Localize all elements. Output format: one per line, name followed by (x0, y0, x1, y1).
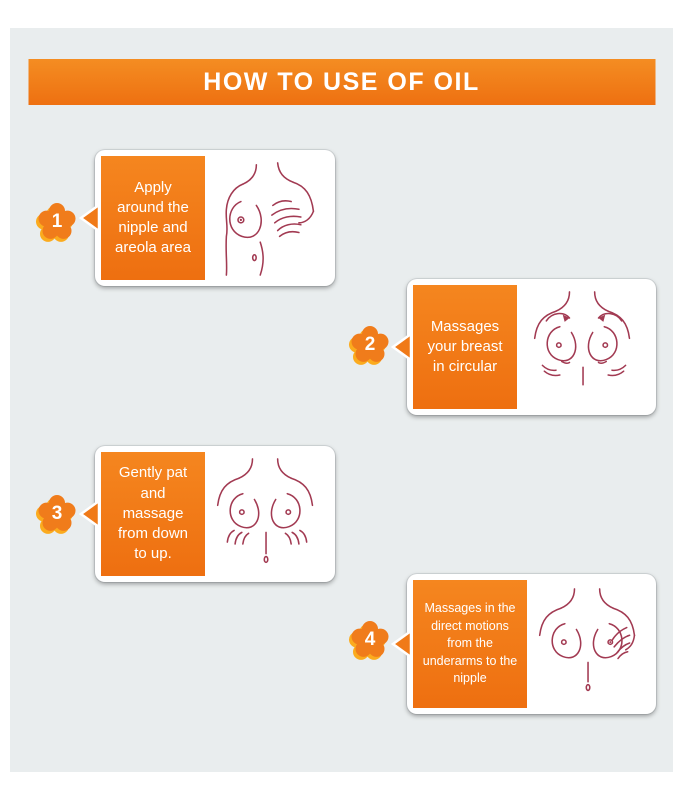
step-instruction: Gently pat and massage from down to up. (117, 464, 189, 563)
step-text-panel: Apply around the nipple and areola area (101, 156, 205, 280)
torso-underarm-massage-illustration (538, 588, 635, 692)
title-banner: HOW TO USE OF OIL (28, 59, 655, 105)
step-number: 3 (51, 502, 63, 524)
speech-tail-icon (79, 203, 99, 233)
illustration-area (527, 580, 650, 708)
torso-circular-massage-illustration (533, 291, 630, 386)
illustration-area (517, 285, 650, 409)
step-instruction: Massages your breast in circular (427, 317, 503, 376)
speech-tail-icon (391, 629, 411, 659)
step-4-badge: 4 (348, 618, 392, 662)
step-3-card: Gently pat and massage from down to up. (79, 446, 335, 582)
step-2-badge: 2 (348, 323, 392, 367)
step-text-panel: Massages in the direct motions from the … (413, 580, 527, 708)
illustration-area (205, 156, 329, 280)
step-instruction: Massages in the direct motions from the … (422, 601, 518, 686)
step-number: 2 (364, 333, 376, 355)
speech-tail-icon (391, 332, 411, 362)
step-3-badge: 3 (35, 492, 79, 536)
step-text-panel: Massages your breast in circular (413, 285, 517, 409)
torso-hand-cupping-illustration (225, 162, 315, 276)
step-number: 4 (364, 628, 376, 650)
step-2-card: Massages your breast in circular (391, 279, 656, 415)
step-4-card: Massages in the direct motions from the … (391, 574, 656, 714)
step-1-card: Apply around the nipple and areola area (79, 150, 335, 286)
step-1-badge: 1 (35, 200, 79, 244)
step-number: 1 (51, 210, 63, 232)
speech-tail-icon (79, 499, 99, 529)
step-text-panel: Gently pat and massage from down to up. (101, 452, 205, 576)
illustration-area (205, 452, 329, 576)
page-title: HOW TO USE OF OIL (203, 67, 480, 96)
torso-pat-upward-illustration (216, 458, 314, 564)
step-instruction: Apply around the nipple and areola area (115, 178, 191, 257)
